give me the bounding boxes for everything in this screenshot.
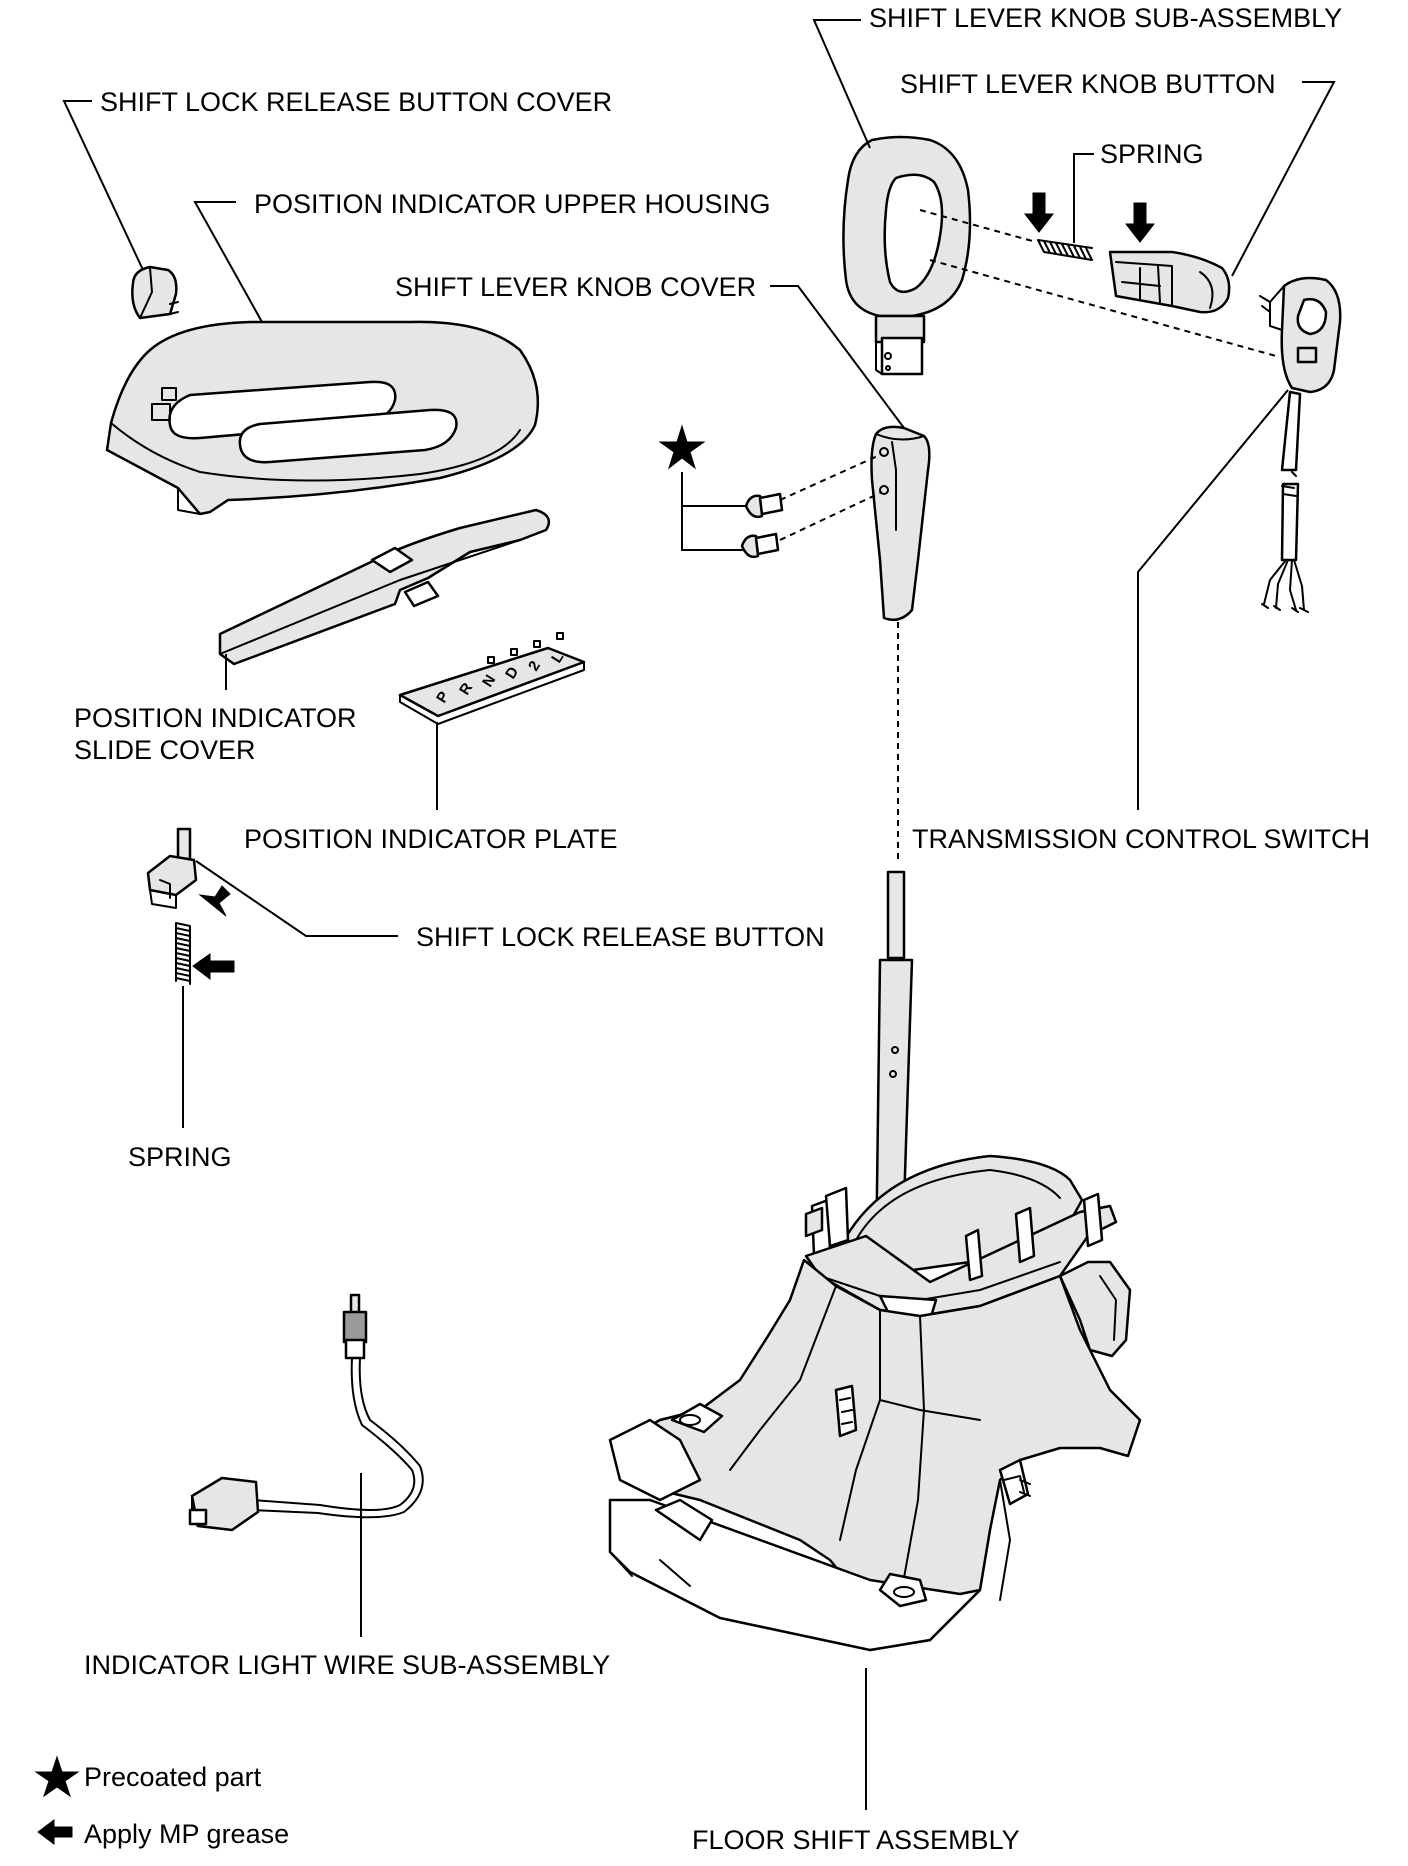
shift-lock-release-button-cover [131, 265, 179, 320]
grease-arrow-spring-top-icon [1023, 192, 1055, 233]
leader-shift-lock-button [195, 860, 398, 937]
leader-transmission-switch [1137, 389, 1289, 810]
leader-knob-sub-assembly [812, 19, 871, 149]
floor-shift-assembly [608, 870, 1142, 1652]
label-spring-top: SPRING [1100, 139, 1204, 169]
leader-knob-cover [770, 285, 905, 429]
grease-arrow-knob-button-icon [1124, 202, 1156, 243]
legend: Precoated part Apply MP grease [34, 1755, 289, 1849]
label-shift-lever-knob-button: SHIFT LEVER KNOB BUTTON [900, 69, 1276, 99]
label-shift-lock-release-button: SHIFT LOCK RELEASE BUTTON [416, 922, 825, 952]
arrow-left-icon [37, 1819, 73, 1845]
position-indicator-upper-housing [105, 320, 540, 516]
grease-arrow-spring-left-icon [192, 953, 235, 981]
spring-top [1037, 239, 1093, 261]
position-indicator-plate: P R N D 2 L [398, 632, 586, 725]
legend-grease-label: Apply MP grease [84, 1819, 289, 1849]
leader-button-cover [62, 100, 144, 271]
label-position-indicator-slide-cover-line2: SLIDE COVER [74, 735, 256, 765]
alignment-line-screw-lower [779, 491, 883, 541]
leader-spring-top [1073, 153, 1094, 243]
label-transmission-control-switch: TRANSMISSION CONTROL SWITCH [912, 824, 1370, 854]
grease-arrow-button-icon [198, 885, 231, 917]
shift-lever-knob-button [1108, 250, 1231, 314]
label-shift-lever-knob-sub-assembly: SHIFT LEVER KNOB SUB-ASSEMBLY [869, 3, 1342, 33]
alignment-line-knob-switch [929, 259, 1277, 357]
leader-upper-housing [193, 201, 263, 323]
star-icon [34, 1755, 80, 1798]
alignment-line-screw-upper [779, 453, 883, 501]
transmission-control-switch [1259, 276, 1342, 613]
screw-upper [744, 492, 784, 519]
label-shift-lock-release-button-cover: SHIFT LOCK RELEASE BUTTON COVER [100, 87, 612, 117]
label-spring-left: SPRING [128, 1142, 232, 1172]
screw-lower [740, 532, 780, 559]
label-position-indicator-plate: POSITION INDICATOR PLATE [244, 824, 618, 854]
alignment-line-knob-spring [919, 209, 1037, 243]
shift-lever-knob-sub-assembly [842, 135, 972, 376]
precoated-star-icon [658, 424, 706, 470]
leader-star-screws [681, 472, 744, 551]
label-indicator-light-wire-sub-assembly: INDICATOR LIGHT WIRE SUB-ASSEMBLY [84, 1650, 610, 1680]
position-indicator-slide-cover [218, 508, 551, 666]
shift-lock-release-button [146, 827, 198, 909]
leader-knob-button [1231, 81, 1336, 277]
indicator-light-wire-sub-assembly [188, 1293, 424, 1532]
label-position-indicator-upper-housing: POSITION INDICATOR UPPER HOUSING [254, 189, 771, 219]
label-position-indicator-slide-cover-line1: POSITION INDICATOR [74, 703, 357, 733]
legend-precoated-label: Precoated part [84, 1762, 262, 1792]
label-shift-lever-knob-cover: SHIFT LEVER KNOB COVER [395, 272, 756, 302]
label-floor-shift-assembly: FLOOR SHIFT ASSEMBLY [692, 1825, 1020, 1855]
spring-left [175, 922, 191, 985]
shift-lever-knob-cover [870, 425, 931, 621]
